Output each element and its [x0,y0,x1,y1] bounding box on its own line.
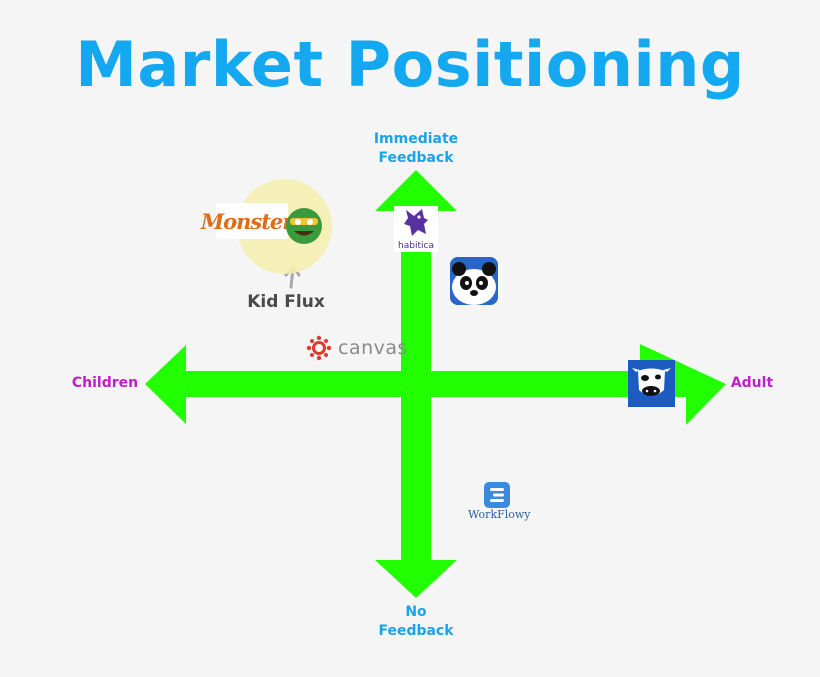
canvas-logo-text: canvas [338,337,408,359]
monster-logo: Monsters [201,203,304,239]
monster-face-icon [286,208,322,244]
kid-flux-label: Kid Flux [247,292,325,312]
canvas-icon [306,335,332,361]
habitica-logo: habitica [394,206,438,252]
workflowy-logo-text: WorkFlowy [468,508,531,521]
habitica-griffin-icon [404,209,428,236]
cow-app-icon [628,360,675,407]
canvas-logo: canvas [306,334,410,362]
panda-face-icon [450,257,498,305]
panda-app-icon [450,257,498,305]
axis-label-adult: Adult [730,375,774,391]
axis-label-immediate-feedback: Immediate Feedback [373,131,459,166]
cow-face-icon [628,360,675,407]
workflowy-logo: WorkFlowy [468,481,531,522]
vertical-axis-arrow [375,170,457,598]
workflowy-icon [484,482,510,508]
page-title: Market Positioning [75,28,745,101]
axis-label-children: Children [71,375,139,391]
horizontal-axis-arrow [145,344,726,425]
habitica-logo-text: habitica [398,241,434,251]
axis-label-no-feedback: No Feedback [378,604,454,639]
